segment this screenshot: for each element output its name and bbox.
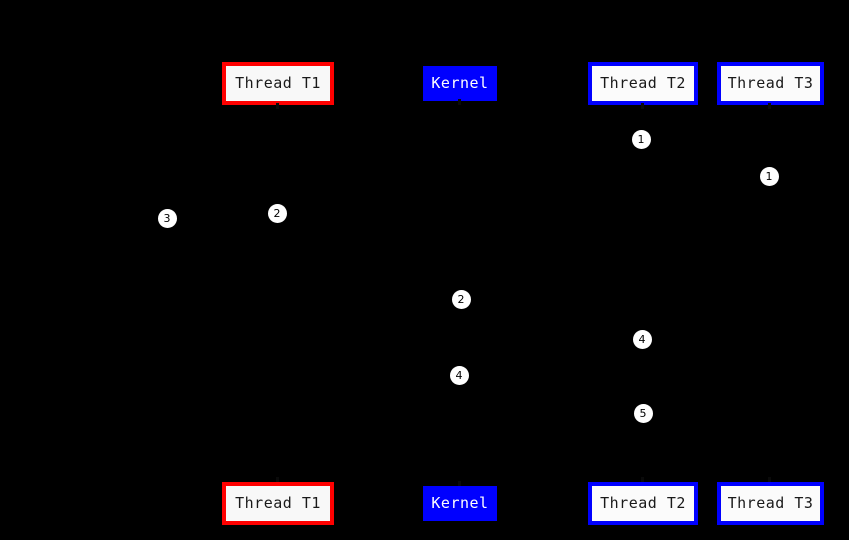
message-arrow-7 (460, 375, 643, 376)
sequence-badge-number: 3 (163, 211, 171, 225)
message-arrow-8 (643, 413, 770, 414)
participant-label-thread-t1-bottom: Thread T1 (235, 494, 321, 512)
participant-label-thread-t1-top: Thread T1 (235, 74, 321, 92)
sequence-badge: 4 (449, 365, 469, 385)
lifeline-nub-t1-top (276, 103, 279, 109)
lifeline-t3 (769, 105, 771, 482)
participant-label-thread-t2-bottom: Thread T2 (600, 494, 686, 512)
lifeline-nub-t3-bottom (768, 477, 771, 483)
message-arrow-6 (460, 339, 643, 340)
sequence-badge-number: 5 (639, 406, 647, 420)
sequence-badge: 2 (451, 289, 471, 309)
lifeline-t2 (642, 105, 644, 482)
sequence-badge-number: 1 (637, 132, 645, 146)
participant-label-thread-t3-top: Thread T3 (727, 74, 814, 92)
lifeline-nub-t2-bottom (641, 477, 644, 483)
participant-label-thread-t3-bottom: Thread T3 (727, 494, 814, 512)
message-arrow-2 (460, 176, 770, 177)
lifeline-nub-t1-bottom (276, 477, 279, 483)
sequence-badge: 4 (632, 329, 652, 349)
lifeline-nub-t3-top (768, 103, 771, 109)
lifeline-nub-kernel-bottom (458, 481, 461, 487)
participant-box-thread-t3-top[interactable]: Thread T3 (717, 62, 824, 105)
sequence-badge: 1 (631, 129, 651, 149)
message-arrow-1 (460, 139, 643, 140)
participant-label-thread-t2-top: Thread T2 (600, 74, 686, 92)
participant-box-thread-t2-top[interactable]: Thread T2 (588, 62, 698, 105)
sequence-badge: 3 (157, 208, 177, 228)
lifeline-t1 (277, 105, 279, 482)
sequence-badge-number: 4 (638, 332, 646, 346)
sequence-badge: 1 (759, 166, 779, 186)
sequence-badge-number: 1 (765, 169, 773, 183)
message-arrow-4 (167, 218, 278, 219)
sequence-badge-number: 4 (455, 368, 463, 382)
participant-label-kernel-top: Kernel (431, 74, 489, 92)
sequence-badge-number: 2 (273, 206, 281, 220)
participant-label-kernel-bottom: Kernel (431, 494, 489, 512)
sequence-badge: 5 (633, 403, 653, 423)
participant-box-thread-t2-bottom[interactable]: Thread T2 (588, 482, 698, 525)
message-arrow-5 (460, 299, 643, 300)
sequence-badge: 2 (267, 203, 287, 223)
participant-box-kernel-top[interactable]: Kernel (423, 66, 497, 101)
message-arrow-3 (278, 215, 460, 216)
participant-box-thread-t1-top[interactable]: Thread T1 (222, 62, 334, 105)
lifeline-nub-t2-top (641, 103, 644, 109)
lifeline-nub-kernel-top (458, 99, 461, 105)
participant-box-thread-t1-bottom[interactable]: Thread T1 (222, 482, 334, 525)
sequence-badge-number: 2 (457, 292, 465, 306)
participant-box-thread-t3-bottom[interactable]: Thread T3 (717, 482, 824, 525)
participant-box-kernel-bottom[interactable]: Kernel (423, 486, 497, 521)
